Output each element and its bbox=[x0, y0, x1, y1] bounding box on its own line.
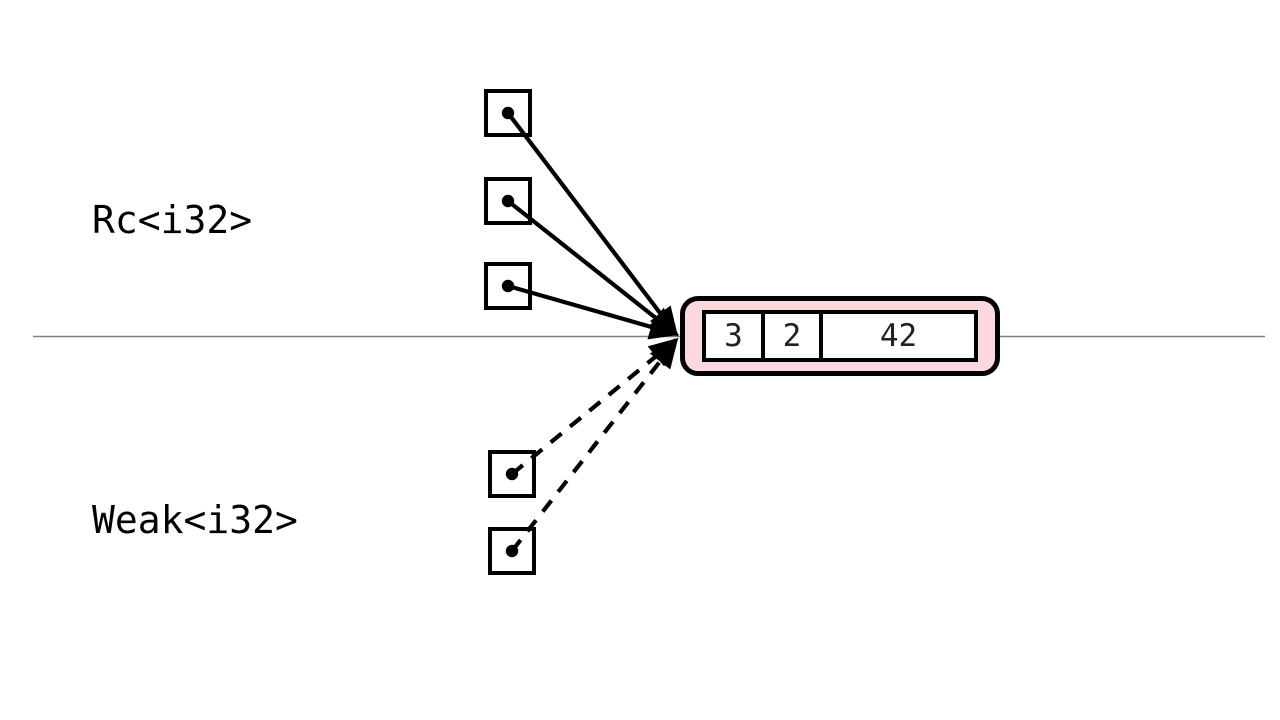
weak-group-label: Weak<i32> bbox=[92, 498, 298, 542]
rc-connector-3 bbox=[507, 283, 680, 340]
rc-pointer-box bbox=[484, 89, 532, 137]
rc-pointer-box bbox=[484, 177, 532, 225]
rc-group-label: Rc<i32> bbox=[92, 198, 253, 242]
strong-count-cell: 3 bbox=[706, 314, 761, 358]
rc-connector-2 bbox=[506, 199, 679, 337]
weak-connector-2 bbox=[510, 338, 679, 553]
rc-pointer-box bbox=[484, 262, 532, 310]
weak-count-cell: 2 bbox=[761, 314, 819, 358]
data-value-cell: 42 bbox=[819, 314, 974, 358]
heap-allocation-cells: 3 2 42 bbox=[702, 310, 978, 362]
heap-allocation: 3 2 42 bbox=[680, 296, 1000, 376]
weak-pointer-box bbox=[488, 450, 536, 498]
weak-pointer-box bbox=[488, 527, 536, 575]
rc-connector-1 bbox=[506, 111, 679, 337]
weak-connector-1 bbox=[510, 337, 679, 476]
